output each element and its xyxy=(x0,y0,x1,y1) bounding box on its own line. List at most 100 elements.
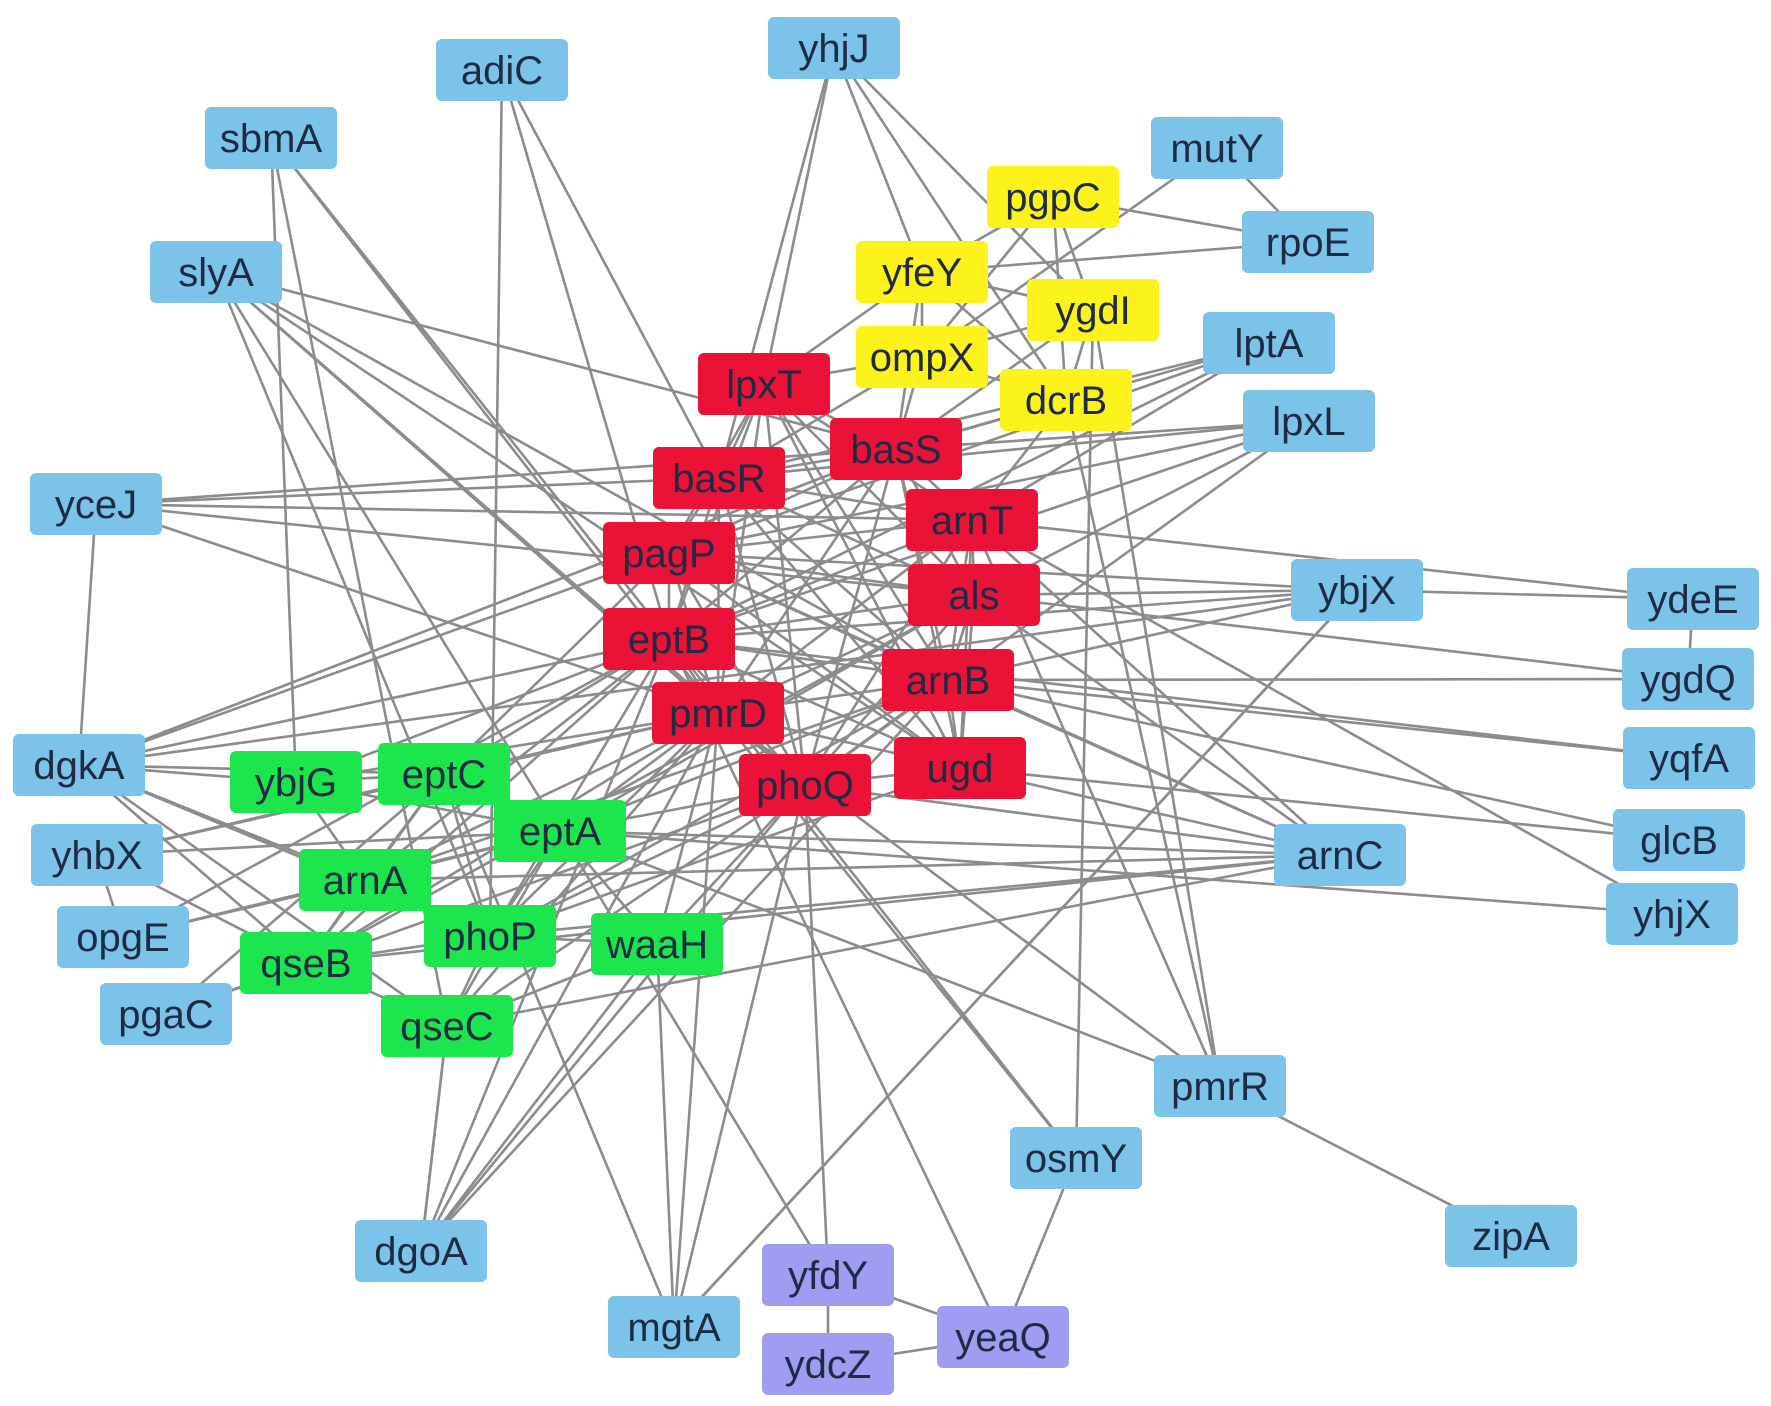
node-label: basR xyxy=(672,457,765,501)
node-box xyxy=(1622,648,1754,710)
node-pmrR[interactable]: pmrR xyxy=(1154,1055,1286,1117)
node-yhbX[interactable]: yhbX xyxy=(31,824,163,886)
node-label: rpoE xyxy=(1266,221,1351,265)
node-glcB[interactable]: glcB xyxy=(1613,809,1745,871)
edge-eptC-pagP xyxy=(443,552,670,775)
node-rpoE[interactable]: rpoE xyxy=(1242,211,1374,273)
node-zipA[interactable]: zipA xyxy=(1445,1205,1577,1267)
node-label: phoQ xyxy=(756,764,854,808)
node-eptA[interactable]: eptA xyxy=(494,800,626,862)
node-ompX[interactable]: ompX xyxy=(856,326,988,388)
edge-dgoA-pmrD xyxy=(419,712,720,1252)
node-box xyxy=(13,734,145,796)
node-arnT[interactable]: arnT xyxy=(906,489,1038,551)
edge-arnA-eptB xyxy=(364,637,670,882)
edge-dgkA-eptB xyxy=(78,637,670,767)
node-ugd[interactable]: ugd xyxy=(894,737,1026,799)
node-box xyxy=(150,241,282,303)
node-box xyxy=(739,754,871,816)
node-phoQ[interactable]: phoQ xyxy=(739,754,871,816)
node-label: ugd xyxy=(927,747,994,791)
node-eptB[interactable]: eptB xyxy=(603,608,735,670)
edge-basS-pmrD xyxy=(716,448,898,714)
edge-yhjX-eptA xyxy=(559,829,1673,916)
node-osmY[interactable]: osmY xyxy=(1010,1127,1142,1189)
node-box xyxy=(856,241,988,303)
node-label: zipA xyxy=(1472,1215,1550,1259)
node-yhjJ[interactable]: yhjJ xyxy=(768,17,900,79)
node-label: yhjJ xyxy=(798,27,869,71)
node-label: ydeE xyxy=(1647,578,1738,622)
node-box xyxy=(608,1296,740,1358)
edge-dgoA-phoQ xyxy=(419,784,807,1252)
node-basS[interactable]: basS xyxy=(830,418,962,480)
node-lptA[interactable]: lptA xyxy=(1203,312,1335,374)
edge-yhbX-eptA xyxy=(96,829,561,857)
node-lpxL[interactable]: lpxL xyxy=(1243,390,1375,452)
node-arnA[interactable]: arnA xyxy=(299,849,431,911)
edge-pmrR-ygdI xyxy=(1091,309,1222,1087)
node-eptC[interactable]: eptC xyxy=(378,743,510,805)
node-qseC[interactable]: qseC xyxy=(381,995,513,1057)
node-box xyxy=(230,751,362,813)
node-box xyxy=(906,489,1038,551)
node-box xyxy=(378,743,510,805)
node-arnC[interactable]: arnC xyxy=(1274,824,1406,886)
node-box xyxy=(830,418,962,480)
node-pmrD[interactable]: pmrD xyxy=(652,682,784,744)
node-box xyxy=(1151,117,1283,179)
node-label: phoP xyxy=(443,915,536,959)
edge-arnC-eptA xyxy=(559,829,1341,857)
node-dcrB[interactable]: dcrB xyxy=(1000,369,1132,431)
edge-yfdY-phoQ xyxy=(803,784,830,1276)
node-yfeY[interactable]: yfeY xyxy=(856,241,988,303)
node-waaH[interactable]: waaH xyxy=(591,913,723,975)
node-pagP[interactable]: pagP xyxy=(603,522,735,584)
edge-adiC-basR xyxy=(500,69,721,479)
node-pgpC[interactable]: pgpC xyxy=(987,166,1119,228)
edge-arnC-phoQ xyxy=(804,783,1341,857)
node-yceJ[interactable]: yceJ xyxy=(30,473,162,535)
edge-dgkA-qseB xyxy=(78,764,307,964)
node-ydcZ[interactable]: ydcZ xyxy=(762,1333,894,1395)
node-ydeE[interactable]: ydeE xyxy=(1627,568,1759,630)
edge-waaH-pmrD xyxy=(655,712,720,945)
edge-yceJ-basR xyxy=(95,476,720,506)
node-phoP[interactable]: phoP xyxy=(424,905,556,967)
edge-lptA-pagP xyxy=(668,341,1270,555)
node-als[interactable]: als xyxy=(908,564,1040,626)
node-arnB[interactable]: arnB xyxy=(882,649,1014,711)
node-box xyxy=(381,995,513,1057)
edge-mgtA-ybjX xyxy=(673,589,1358,1328)
node-box xyxy=(424,905,556,967)
node-qseB[interactable]: qseB xyxy=(240,932,372,994)
node-box xyxy=(205,107,337,169)
node-ygdI[interactable]: ygdI xyxy=(1027,279,1159,341)
node-yeaQ[interactable]: yeaQ xyxy=(937,1306,1069,1368)
node-label: mgtA xyxy=(627,1306,721,1350)
node-lpxT[interactable]: lpxT xyxy=(698,353,830,415)
node-ybjX[interactable]: ybjX xyxy=(1291,559,1423,621)
node-dgoA[interactable]: dgoA xyxy=(355,1220,487,1282)
node-box xyxy=(1445,1205,1577,1267)
node-box xyxy=(1606,883,1738,945)
node-basR[interactable]: basR xyxy=(653,447,785,509)
node-box xyxy=(653,447,785,509)
edge-arnA-arnB xyxy=(364,678,949,882)
node-mutY[interactable]: mutY xyxy=(1151,117,1283,179)
edge-yceJ-pmrD xyxy=(95,502,719,715)
node-adiC[interactable]: adiC xyxy=(436,39,568,101)
node-yfdY[interactable]: yfdY xyxy=(762,1244,894,1306)
node-slyA[interactable]: slyA xyxy=(150,241,282,303)
node-dgkA[interactable]: dgkA xyxy=(13,734,145,796)
node-ybjG[interactable]: ybjG xyxy=(230,751,362,813)
node-yhjX[interactable]: yhjX xyxy=(1606,883,1738,945)
node-ygdQ[interactable]: ygdQ xyxy=(1622,648,1754,710)
node-mgtA[interactable]: mgtA xyxy=(608,1296,740,1358)
node-sbmA[interactable]: sbmA xyxy=(205,107,337,169)
node-pgaC[interactable]: pgaC xyxy=(100,983,232,1045)
edge-yqfA-eptB xyxy=(668,637,1690,760)
node-opgE[interactable]: opgE xyxy=(57,906,189,968)
node-yqfA[interactable]: yqfA xyxy=(1623,727,1755,789)
edge-basR-ugd xyxy=(718,477,961,769)
